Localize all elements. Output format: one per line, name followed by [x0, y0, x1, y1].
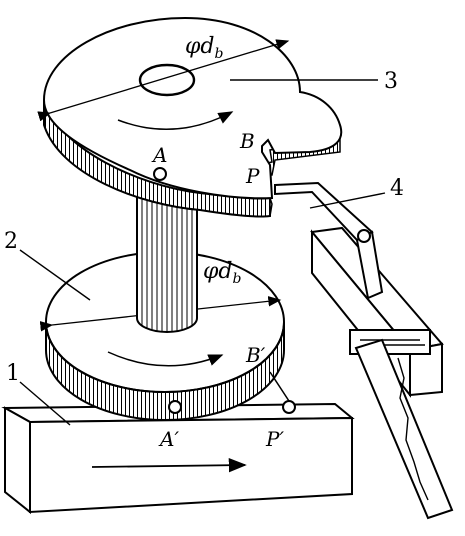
point-B-label: B [239, 129, 255, 153]
upper-rotation-arrow [117, 111, 234, 131]
contact-points [153, 167, 371, 414]
point-P-prime-marker [282, 400, 296, 414]
point-P-label: P [245, 164, 260, 188]
motion-arrow [91, 458, 247, 473]
point-A-marker [153, 167, 167, 181]
upper-cam-disc [37, 16, 343, 218]
top-diameter-label: φdb [185, 34, 224, 62]
point-P-prime-label: P′ [265, 427, 284, 451]
point-A-prime-marker [168, 400, 182, 414]
bottom-diameter-label: φdb [203, 259, 242, 287]
part-label-1: 1 [6, 361, 20, 386]
part-label-3: 3 [384, 69, 398, 94]
connecting-shaft [136, 195, 198, 333]
point-A-prime-label: A′ [158, 427, 179, 451]
point-A-label: A [151, 143, 167, 167]
sliding-base-block [1, 402, 355, 515]
lower-rotation-arrow [107, 351, 224, 367]
part-label-4: 4 [390, 176, 404, 201]
leader-lines [19, 79, 386, 426]
point-B-prime-label: B′ [245, 343, 266, 367]
point-P-pivot-marker [357, 229, 371, 243]
stylus-bar [354, 338, 454, 520]
shaft-bore [138, 63, 196, 97]
part-label-2: 2 [4, 229, 18, 254]
upper-diameter-line [37, 39, 290, 122]
